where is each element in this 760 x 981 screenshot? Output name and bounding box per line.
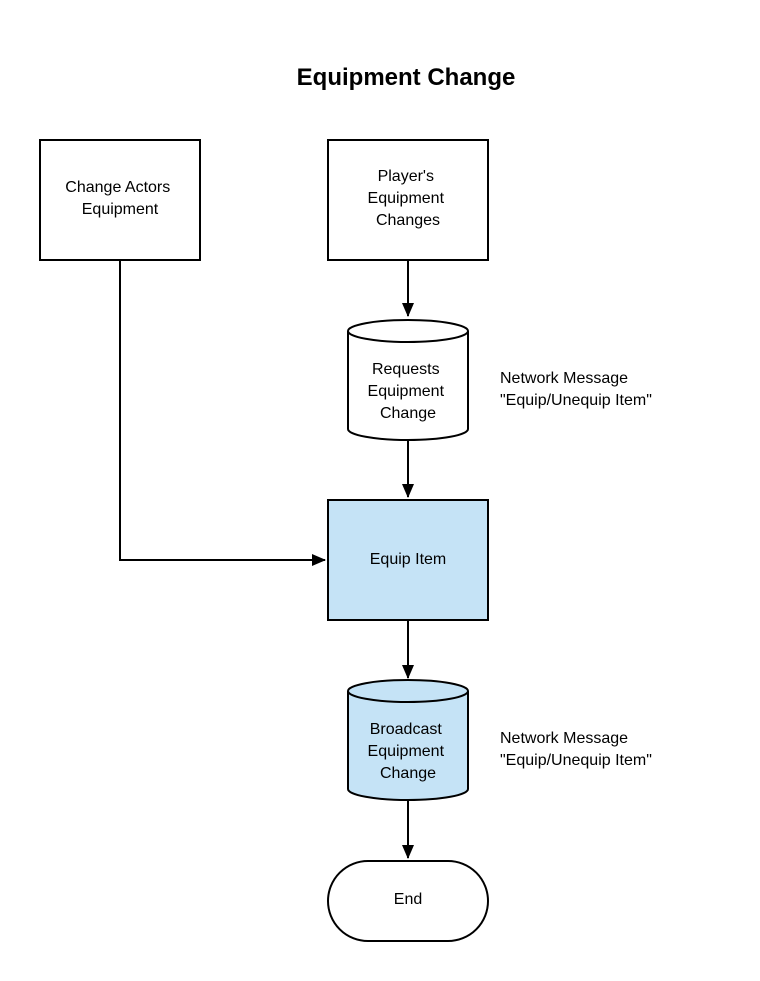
network-message-note-request: Network Message "Equip/Unequip Item"	[500, 370, 652, 409]
network-message-note-broadcast: Network Message "Equip/Unequip Item"	[500, 730, 652, 769]
node-label: Equip Item	[370, 551, 446, 568]
process-box	[327, 499, 489, 621]
label-line: Equipment	[82, 201, 159, 218]
label-line: Change	[380, 765, 436, 782]
note-line: Network Message	[500, 370, 628, 387]
label-line: Change Actors	[65, 179, 170, 196]
cylinder-top	[347, 679, 469, 703]
label-line: Requests	[372, 361, 440, 378]
label-line: Changes	[376, 212, 440, 229]
process-box	[327, 139, 489, 261]
cylinder-top	[347, 319, 469, 343]
node-label: Requests Equipment Change	[368, 361, 449, 422]
node-requests-equipment-change: Requests Equipment Change	[347, 319, 469, 441]
note-line: Network Message	[500, 730, 628, 747]
note-line: "Equip/Unequip Item"	[500, 752, 652, 769]
diagram-title: Equipment Change	[297, 64, 516, 91]
label-line: Equipment	[368, 383, 445, 400]
node-label: Change Actors Equipment	[65, 179, 174, 218]
label-line: Equip Item	[370, 551, 446, 568]
node-label: End	[394, 891, 422, 908]
node-label: Player's Equipment Changes	[368, 168, 449, 229]
label-line: End	[394, 891, 422, 908]
label-line: Change	[380, 405, 436, 422]
label-line: Player's	[378, 168, 434, 185]
node-players-equipment-changes: Player's Equipment Changes	[327, 139, 489, 261]
connector-actors-to-equip	[119, 260, 326, 566]
node-change-actors-equipment: Change Actors Equipment	[39, 139, 201, 261]
cylinder-body	[347, 331, 469, 441]
connectors	[119, 260, 414, 859]
label-line: Equipment	[368, 190, 445, 207]
label-line: Equipment	[368, 743, 445, 760]
terminator-shape	[327, 860, 489, 942]
node-label: Broadcast Equipment Change	[368, 721, 449, 782]
process-box	[39, 139, 201, 261]
label-line: Broadcast	[370, 721, 443, 738]
node-end: End	[327, 860, 489, 942]
node-broadcast-equipment-change: Broadcast Equipment Change	[347, 679, 469, 801]
node-equip-item: Equip Item	[327, 499, 489, 621]
note-line: "Equip/Unequip Item"	[500, 392, 652, 409]
cylinder-body	[347, 691, 469, 801]
